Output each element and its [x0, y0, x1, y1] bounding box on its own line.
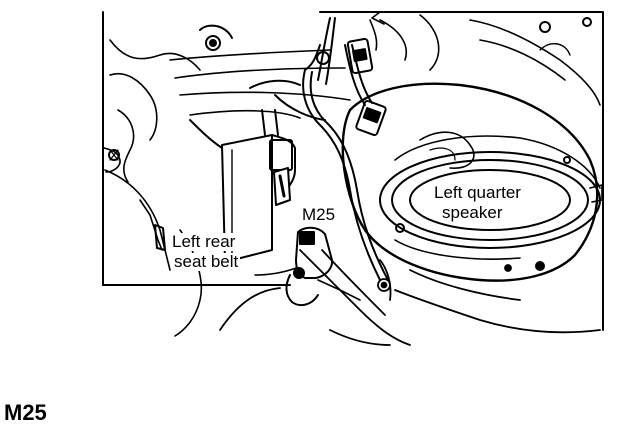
seatbelt-callout-line2: seat belt — [172, 252, 241, 271]
lower-sill-harness — [219, 249, 601, 346]
body-panel-outlines — [102, 11, 604, 331]
left-pillar-trim — [103, 39, 201, 271]
parcel-shelf — [169, 14, 601, 119]
connector-callout: M25 — [300, 205, 338, 224]
seatbelt-callout-line1: Left rear — [170, 232, 238, 251]
quarter-speaker — [341, 82, 603, 282]
figure-code: M25 — [4, 400, 47, 425]
harness-connectors — [316, 11, 387, 137]
speaker-callout-line2: speaker — [440, 203, 505, 222]
mounting-bolt — [199, 24, 233, 51]
speaker-callout-line1: Left quarter — [432, 183, 523, 202]
wiring-harness — [249, 17, 389, 281]
seat-belt-assembly — [174, 109, 296, 337]
